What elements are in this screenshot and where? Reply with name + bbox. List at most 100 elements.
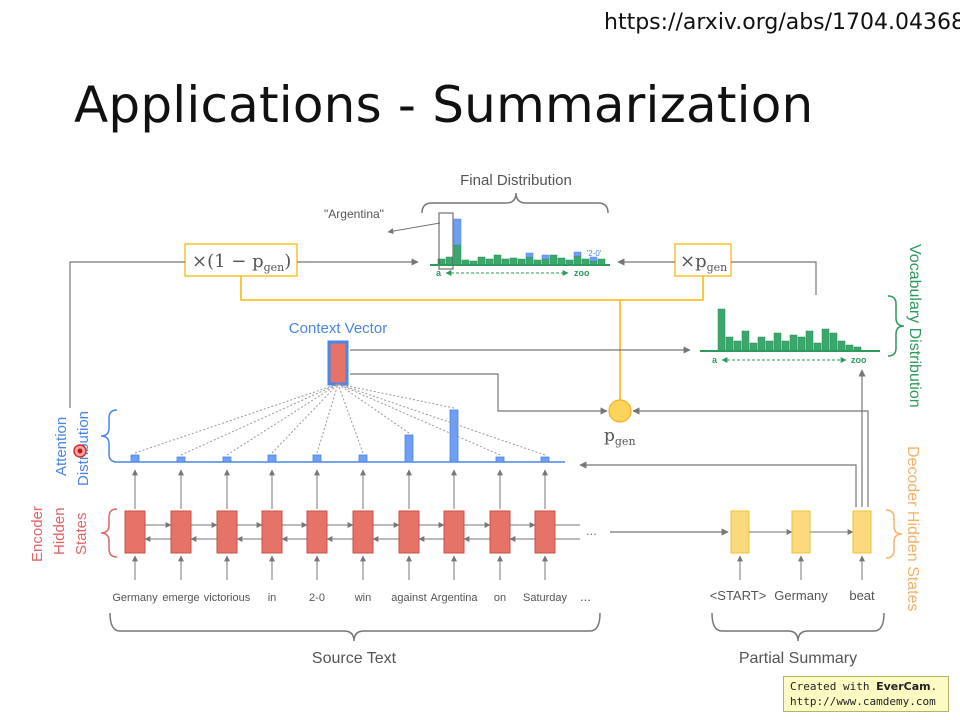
decoder-cells [730, 510, 872, 580]
vocab-distribution-label: Vocabulary Distribution [906, 244, 923, 408]
encoder-label-2: Hidden [51, 507, 68, 555]
attention-dotted-line [180, 383, 339, 456]
final-green-bar [549, 254, 558, 266]
attention-dotted-line [337, 383, 364, 454]
encoder-brace [100, 508, 118, 558]
decoder-to-pgen-line [632, 407, 869, 507]
encoder-cell [216, 510, 238, 554]
encoder-cell [261, 510, 283, 554]
attention-bar [130, 454, 140, 463]
one-minus-pgen-box [184, 243, 298, 277]
vocab-bar [789, 334, 798, 352]
decoder-to-attention-line [579, 461, 857, 507]
attention-brace [100, 409, 118, 463]
badge-url: http://www.camdemy.com [790, 695, 936, 708]
decoder-brace [885, 509, 903, 559]
source-word: Germany [112, 592, 158, 604]
source-word: victorious [204, 592, 251, 604]
encoder-cells [124, 469, 580, 580]
attention-bar [176, 456, 186, 463]
summary-words: <START> Germany beat [710, 588, 875, 603]
encoder-label-1: Encoder [29, 506, 46, 562]
partial-summary-brace [711, 612, 885, 642]
final-green-bar [525, 256, 534, 266]
encoder-cell [443, 510, 465, 554]
vocab-bar [813, 342, 822, 352]
vocab-bar [837, 340, 846, 352]
times-pgen-label: ×pgen [680, 251, 727, 274]
vocab-bar [725, 336, 734, 352]
vocab-bar [773, 332, 782, 352]
attention-bar [540, 456, 550, 463]
source-word: on [494, 592, 506, 604]
vocab-bar [765, 340, 774, 352]
summary-word: Germany [774, 588, 828, 603]
final-green-bar [445, 256, 454, 266]
final-green-bar [557, 257, 566, 266]
attention-dotted-line [226, 383, 339, 456]
final-green-bar [573, 255, 582, 266]
final-green-bar [493, 254, 502, 266]
attention-bar [222, 456, 232, 463]
evercam-watermark: Created with EverCam. http://www.camdemy… [783, 676, 949, 712]
argentina-arrow [387, 222, 441, 235]
vocab-bar [797, 336, 806, 352]
partial-summary-label: Partial Summary [739, 650, 857, 667]
vocab-axis-start: a [712, 355, 718, 365]
attention-dotted-lines [134, 383, 546, 456]
attention-dotted-line [337, 383, 501, 456]
attention-bars [130, 409, 550, 463]
attention-bar [495, 456, 505, 463]
encoder-cell [534, 510, 556, 554]
attention-bar [267, 454, 277, 463]
summary-word: beat [849, 588, 875, 603]
context-vector [327, 340, 349, 386]
source-word: Argentina [430, 592, 478, 604]
source-word: 2-0 [309, 592, 325, 604]
final-blue-bar [525, 252, 534, 258]
vocab-bar [805, 330, 814, 352]
final-green-bar [509, 257, 518, 266]
source-url: https://arxiv.org/abs/1704.04368 [604, 10, 960, 35]
pgen-yellow-line [240, 276, 704, 301]
times-pgen-box [674, 243, 732, 277]
source-text-brace [109, 612, 601, 642]
attention-dotted-line [271, 383, 339, 454]
one-minus-pgen-label: ×(1 − pgen) [192, 251, 291, 274]
vocab-bar [741, 330, 750, 352]
pgen-node [608, 399, 632, 423]
vocab-bar [781, 340, 790, 352]
vocab-bar [757, 336, 766, 352]
attention-dotted-line [134, 383, 339, 454]
vocab-brace [887, 295, 905, 357]
two-zero-label: '2-0' [587, 249, 602, 258]
attention-label-1: Attention [53, 417, 70, 476]
final-green-bar [477, 256, 486, 266]
decoder-cell [852, 510, 872, 554]
vocab-axis-end: zoo [851, 355, 867, 365]
source-word: Saturday [523, 592, 568, 604]
encoder-cell [124, 510, 146, 554]
argentina-label: "Argentina" [324, 207, 384, 221]
final-blue-bar [589, 256, 598, 262]
source-ellipsis: ... [580, 589, 591, 604]
source-text-label: Source Text [312, 650, 397, 667]
attention-bar [404, 434, 414, 463]
attention-to-final-line [69, 261, 185, 408]
source-word: in [268, 592, 277, 604]
vocab-bar [733, 340, 742, 352]
final-distribution-label: Final Distribution [460, 172, 572, 189]
encoder-ellipsis: ... [586, 523, 597, 538]
encoder-label-3: States [73, 512, 90, 555]
attention-dotted-line [337, 383, 546, 456]
vocab-bar [829, 332, 838, 352]
final-distribution-bars [437, 218, 606, 266]
argentina-highlight-box [438, 212, 454, 270]
summary-word: <START> [710, 588, 767, 603]
badge-brand: EverCam [876, 680, 931, 693]
encoder-cell [489, 510, 511, 554]
final-axis-end: zoo [574, 268, 590, 278]
vocab-bar [749, 342, 758, 352]
